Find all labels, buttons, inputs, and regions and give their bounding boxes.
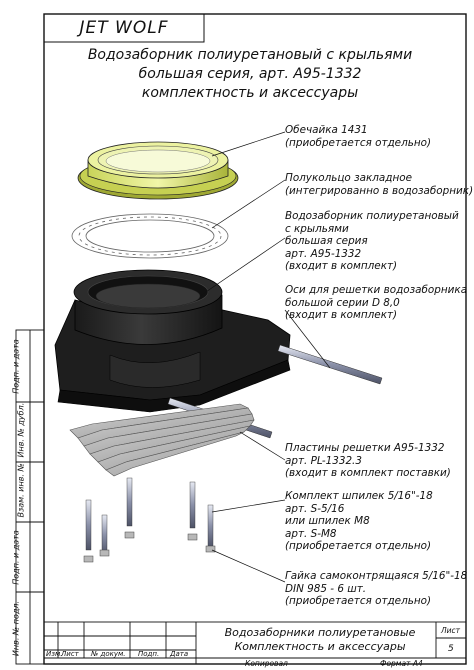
callout-line: большой серии D 8,0 (285, 296, 400, 309)
half-ring-gasket (71, 213, 229, 259)
ring-obechayka (77, 141, 239, 200)
callout-line: Обечайка 1431 (285, 124, 368, 136)
callout-line: (входит в комплект) (285, 260, 398, 272)
logo-text: JET WOLF (79, 18, 169, 38)
callout-axes: Оси для решетки водозаборника большой се… (285, 284, 467, 322)
callout-intake-body: Водозаборник полиуретановый с крыльями б… (285, 210, 459, 273)
callout-line: или шпилек М8 (285, 515, 370, 527)
title-block-grid (43, 621, 467, 665)
callout-nuts: Гайка самоконтрящаяся 5/16"-18 DIN 985 -… (285, 570, 467, 608)
tb-format: Формат А4 (380, 659, 423, 668)
tb-sheet-number: 5 (448, 644, 454, 654)
leader-lines (199, 131, 331, 583)
tb-sheet-label: Лист (441, 626, 461, 635)
tb-izm: Изм. (46, 650, 63, 658)
callout-line: (приобретается отдельно) (285, 595, 432, 607)
side-label-vzam-inv: Взам. инв. № (16, 463, 26, 518)
title-block-name-line-2: Комплектность и аксессуары (234, 640, 406, 653)
callout-line: арт. PL-1332.3 (285, 454, 362, 467)
callout-line: Гайка самоконтрящаяся 5/16"-18 (285, 570, 468, 582)
callout-line: (приобретается отдельно) (285, 136, 432, 149)
page-title: Водозаборник полиуретановый с крыльями б… (80, 46, 420, 103)
side-label-inv-dubl: Инв. № дубл. (16, 402, 26, 458)
callout-plates: Пластины решетки А95-1332 арт. PL-1332.3… (285, 442, 451, 480)
callout-line: большая серия (285, 235, 368, 247)
self-locking-nuts (83, 531, 216, 563)
grate-plates (69, 403, 255, 477)
callout-line: арт. S-5/16 (285, 502, 345, 515)
tb-doc-no: № докум. (91, 650, 126, 658)
water-intake-body (54, 269, 291, 413)
tb-data: Дата (170, 650, 189, 658)
side-stamp-column (15, 329, 45, 665)
title-block-name-line-1: Водозаборники полиуретановые (224, 626, 416, 639)
callout-line: с крыльями (285, 222, 349, 235)
title-line-3: комплектность и аксессуары (141, 85, 359, 101)
callout-half-ring: Полукольцо закладное (интегрированно в в… (285, 172, 473, 197)
callout-line: (приобретается отдельно) (285, 540, 432, 552)
tb-kopiroval: Копировал (245, 659, 288, 668)
callout-line: (входит в комплект поставки) (285, 467, 451, 479)
callout-studs: Комплект шпилек 5/16"-18 арт. S-5/16 или… (285, 490, 433, 553)
callout-line: (входит в комплект) (285, 309, 398, 321)
callout-line: DIN 985 - 6 шт. (285, 582, 367, 595)
callout-line: арт. А95-1332 (285, 247, 362, 260)
callout-ring: Обечайка 1431 (приобретается отдельно) (285, 124, 431, 149)
logo-box (43, 13, 205, 43)
side-label-podp-data-2: Подп. и дата (11, 530, 21, 585)
tb-podp: Подп. (138, 650, 160, 658)
callout-line: Водозаборник полиуретановый (285, 210, 459, 222)
side-label-inv-podl: Инв. № подл. (11, 600, 21, 657)
title-line-1: Водозаборник полиуретановый с крыльями (87, 47, 413, 63)
title-block-name: Водозаборники полиуретановые Комплектнос… (200, 626, 440, 654)
callout-line: Комплект шпилек 5/16"-18 (285, 490, 433, 502)
tb-list: Лист (61, 650, 79, 658)
callout-line: (интегрированно в водозаборник) (285, 184, 474, 197)
callout-line: Полукольцо закладное (285, 172, 412, 184)
callout-line: арт. S-M8 (285, 527, 337, 540)
callout-line: Оси для решетки водозаборника (285, 284, 468, 296)
side-label-podp-data-1: Подп. и дата (11, 339, 21, 394)
callout-line: Пластины решетки А95-1332 (285, 442, 445, 454)
studs (85, 477, 214, 556)
title-line-2: большая серия, арт. А95-1332 (138, 66, 362, 82)
